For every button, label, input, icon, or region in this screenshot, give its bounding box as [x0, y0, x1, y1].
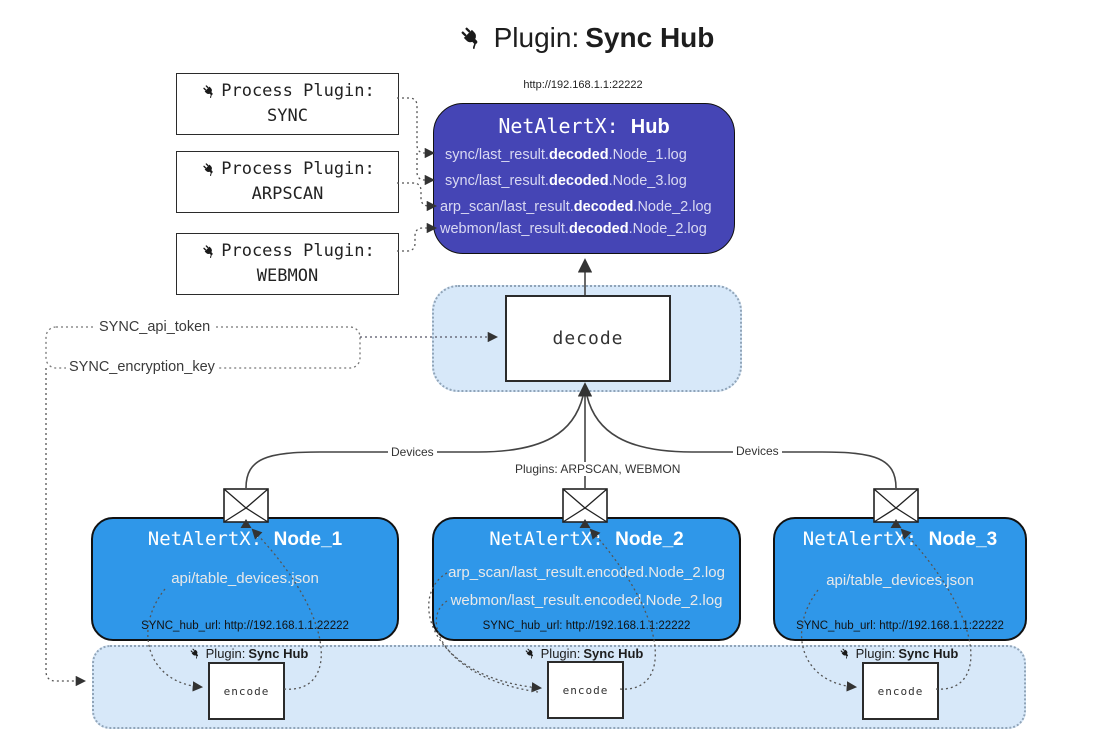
- devices-left-label: Devices: [388, 445, 437, 459]
- decode-label: decode: [552, 328, 624, 349]
- devices-right-label: Devices: [733, 444, 782, 458]
- node-3-title: NetAlertX: Node_3: [802, 528, 998, 550]
- node-2-title: NetAlertX: Node_2: [489, 528, 684, 550]
- plug-icon: [525, 648, 533, 659]
- process-plugin-label: Process Plugin:: [221, 159, 375, 180]
- page-title: Plugin: Sync Hub: [390, 16, 780, 60]
- hub-title: NetAlertX: Hub: [434, 114, 734, 139]
- plug-icon: [840, 648, 848, 659]
- hub-file-line: arp_scan/last_result.decoded.Node_2.log: [440, 199, 712, 215]
- decode-box: decode: [505, 295, 671, 382]
- title-name: Sync Hub: [585, 22, 715, 53]
- plug-icon: [203, 163, 213, 177]
- process-plugin-label: Process Plugin:: [221, 241, 375, 262]
- node-2-box: NetAlertX: Node_2 arp_scan/last_result.e…: [432, 517, 741, 641]
- hub-title-label: NetAlertX:: [498, 114, 619, 138]
- node-2-hub-url: SYNC_hub_url: http://192.168.1.1:22222: [482, 620, 691, 632]
- plug-icon: [203, 245, 213, 259]
- process-plugin-webmon-box: Process Plugin: WEBMON: [176, 233, 399, 295]
- plugins-mid-label: Plugins: ARPSCAN, WEBMON: [512, 462, 684, 476]
- node-3-hub-url: SYNC_hub_url: http://192.168.1.1:22222: [796, 620, 1004, 632]
- edge-webmon-to-hub: [397, 222, 438, 252]
- hub-url: http://192.168.1.1:22222: [523, 79, 643, 91]
- plug-icon: [461, 27, 477, 49]
- edge-secrets-to-encoders: [45, 368, 87, 687]
- edge-sync-to-hub-1: [397, 97, 436, 159]
- title-label: Plugin:: [493, 22, 580, 53]
- process-plugin-name: WEBMON: [256, 266, 319, 286]
- sync-encryption-key-label: SYNC_encryption_key: [66, 359, 218, 375]
- encoder-1-box: encode: [208, 662, 285, 720]
- node-1-title: NetAlertX: Node_1: [147, 528, 343, 550]
- node-3-box: NetAlertX: Node_3 api/table_devices.json…: [773, 517, 1027, 641]
- hub-box: NetAlertX: Hub sync/last_result.decoded.…: [433, 103, 735, 254]
- process-plugin-arpscan-box: Process Plugin: ARPSCAN: [176, 151, 399, 213]
- node-2-file: arp_scan/last_result.encoded.Node_2.log: [448, 564, 725, 581]
- process-plugin-label: Process Plugin:: [221, 81, 375, 102]
- node-3-file: api/table_devices.json: [826, 572, 974, 589]
- encoder-3-box: encode: [862, 662, 939, 720]
- plug-icon: [190, 648, 198, 659]
- hub-file-line: sync/last_result.decoded.Node_3.log: [445, 173, 687, 189]
- hub-file-line: sync/last_result.decoded.Node_1.log: [445, 147, 687, 163]
- hub-file-line: webmon/last_result.decoded.Node_2.log: [440, 221, 707, 237]
- plug-icon: [203, 85, 213, 99]
- node-1-box: NetAlertX: Node_1 api/table_devices.json…: [91, 517, 399, 641]
- process-plugin-sync-box: Process Plugin: SYNC: [176, 73, 399, 135]
- edge-sync-to-hub-2: [416, 153, 436, 186]
- process-plugin-name: ARPSCAN: [251, 184, 324, 204]
- node-1-hub-url: SYNC_hub_url: http://192.168.1.1:22222: [141, 620, 349, 632]
- node-2-file: webmon/last_result.encoded.Node_2.log: [450, 592, 723, 609]
- encoder-3-label: Plugin:Sync Hub: [818, 646, 978, 661]
- process-plugin-name: SYNC: [267, 106, 308, 126]
- encoder-2-label: Plugin:Sync Hub: [503, 646, 663, 661]
- hub-title-name: Hub: [630, 116, 670, 138]
- encoder-1-label: Plugin:Sync Hub: [168, 646, 328, 661]
- node-1-file: api/table_devices.json: [171, 570, 319, 587]
- encoder-2-box: encode: [547, 661, 624, 719]
- edge-arpscan-to-hub: [397, 182, 438, 212]
- sync-api-token-label: SYNC_api_token: [96, 319, 214, 335]
